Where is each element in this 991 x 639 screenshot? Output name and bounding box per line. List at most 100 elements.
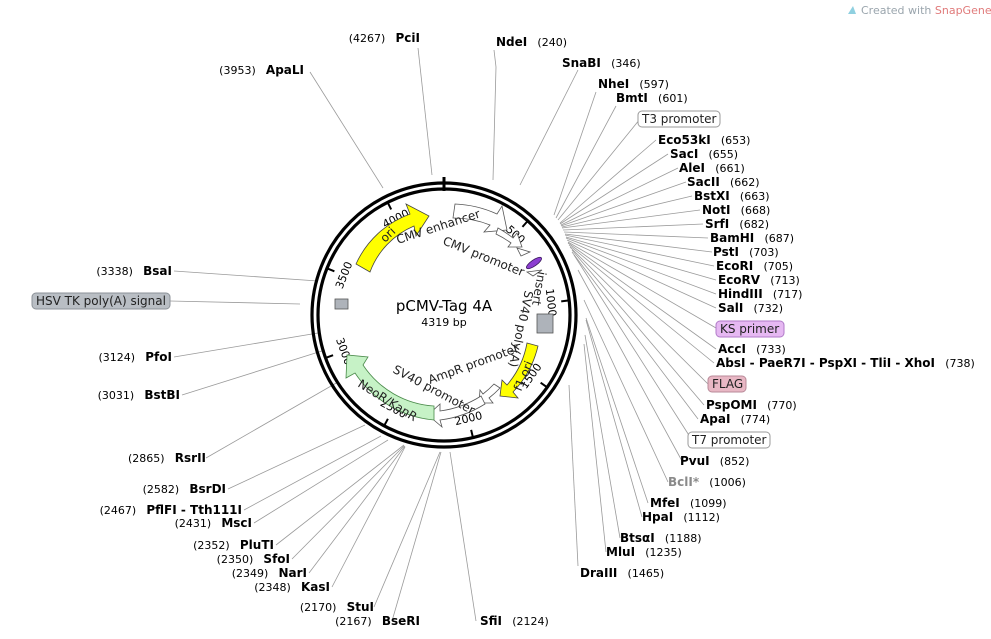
box-hsv-tk-label: HSV TK poly(A) signal <box>36 294 166 308</box>
site-position: (738) <box>945 357 975 370</box>
site-name: HindIII <box>718 287 763 301</box>
site-kasi: (2348) KasI <box>254 576 330 595</box>
site-name: BclI* <box>668 475 700 489</box>
site-eco53ki: Eco53kI (653) <box>658 129 750 148</box>
site-name: NotI <box>702 203 731 217</box>
leader-pcii <box>417 47 433 176</box>
box-t3-promoter-label: T3 promoter <box>641 112 717 126</box>
site-name: HpaI <box>642 510 673 524</box>
site-alei: AleI (661) <box>679 157 745 176</box>
site-name: StuI <box>347 600 374 614</box>
site-name: BamHI <box>710 231 754 245</box>
site-btsai: BtsαI (1188) <box>620 527 701 546</box>
leader-bsrdi <box>227 424 366 490</box>
leader-draiii <box>568 384 579 567</box>
leader-ks <box>567 241 717 329</box>
site-name: MluI <box>606 545 635 559</box>
tick-mark <box>470 429 474 438</box>
snapgene-logo-icon <box>848 6 856 14</box>
leader-sacii <box>560 181 687 227</box>
site-sali: SalI (732) <box>718 297 783 316</box>
site-name: ApaLI <box>266 63 304 77</box>
site-name: AleI <box>679 161 705 175</box>
site-mlui: MluI (1235) <box>606 541 682 560</box>
site-position: (717) <box>773 288 803 301</box>
site-pvui: PvuI (852) <box>680 450 749 469</box>
site-psti: PstI (703) <box>713 241 779 260</box>
site-position: (668) <box>741 204 771 217</box>
site-name: SfiI <box>480 614 502 628</box>
site-hpai: HpaI (1112) <box>642 506 720 525</box>
site-srfi: SrfI (682) <box>705 213 769 232</box>
leader-mfei <box>585 317 649 504</box>
leader-kasi <box>331 446 406 588</box>
box-ks-primer <box>715 320 785 338</box>
site-bseri: (2167) BseRI <box>335 610 420 629</box>
site-position: (1235) <box>645 546 682 559</box>
box-t7-promoter-label: T7 promoter <box>691 433 767 447</box>
site-pcii: (4267) PciI <box>349 27 420 46</box>
site-bstxi: BstXI (663) <box>694 185 770 204</box>
leader-sali <box>566 239 717 309</box>
leader-bseri <box>391 451 442 622</box>
svg-text:Created with SnapGene®: Created with SnapGene® <box>861 3 991 17</box>
feature-ori <box>355 203 430 273</box>
site-position: (774) <box>741 413 771 426</box>
feature-sv40-polya <box>536 313 554 334</box>
leader-srfi <box>562 223 704 231</box>
site-position: (713) <box>770 274 800 287</box>
leader-alei <box>560 167 679 226</box>
site-position: (733) <box>756 343 786 356</box>
site-bstbi: (3031) BstBI <box>98 384 180 403</box>
site-position: (682) <box>739 218 769 231</box>
site-name: KasI <box>301 580 330 594</box>
site-ecorv: EcoRV (713) <box>718 269 800 288</box>
tick-mark <box>540 381 548 389</box>
site-name: PluTI <box>240 538 274 552</box>
site-sfoi: (2350) SfoI <box>217 548 290 567</box>
leader-nhei <box>553 91 597 216</box>
site-position: (770) <box>767 399 797 412</box>
box-hsv-tk <box>31 292 171 310</box>
feature-cmv-enhancer <box>452 203 508 233</box>
site-position: (705) <box>763 260 793 273</box>
site-position: (1099) <box>690 497 727 510</box>
site-snabi: SnaBI (346) <box>562 52 641 71</box>
site-name: NarI <box>278 566 307 580</box>
leader-hsv <box>169 300 301 305</box>
site-bsrdi: (2582) BsrDI <box>143 478 226 497</box>
site-bsai: (3338) BsaI <box>96 260 172 279</box>
site-position: (3031) <box>98 389 135 402</box>
site-name: PflFI - Tth111I <box>146 503 242 517</box>
feature-hsv-tk-polya <box>334 298 349 310</box>
box-flag-label: FLAG <box>712 377 743 391</box>
leader-ecorv <box>565 236 717 281</box>
site-position: (346) <box>611 57 641 70</box>
site-position: (663) <box>740 190 770 203</box>
site-name: BsaI <box>143 264 172 278</box>
site-acci: AccI (733) <box>718 338 786 357</box>
tick-mark <box>561 299 570 303</box>
site-position: (3953) <box>219 64 256 77</box>
site-position: (4267) <box>349 32 386 45</box>
leader-mlui <box>583 343 607 553</box>
site-name: MfeI <box>650 496 680 510</box>
leader-bstbi <box>181 349 326 396</box>
site-sfii: SfiI (2124) <box>480 610 549 629</box>
leader-lines <box>169 47 717 622</box>
leader-pvui <box>577 269 683 462</box>
leader-hindiii <box>565 237 717 295</box>
site-position: (2348) <box>254 581 291 594</box>
site-position: (653) <box>721 134 751 147</box>
site-name: RsrII <box>175 451 206 465</box>
site-ecori: EcoRI (705) <box>716 255 793 274</box>
site-position: (2124) <box>512 615 549 628</box>
site-nari: (2349) NarI <box>232 562 307 581</box>
site-position: (2349) <box>232 567 269 580</box>
site-position: (655) <box>709 148 739 161</box>
site-position: (2865) <box>128 452 165 465</box>
tick-mark <box>386 201 393 210</box>
site-name: PspOMI <box>706 398 757 412</box>
site-name: BsrDI <box>189 482 226 496</box>
